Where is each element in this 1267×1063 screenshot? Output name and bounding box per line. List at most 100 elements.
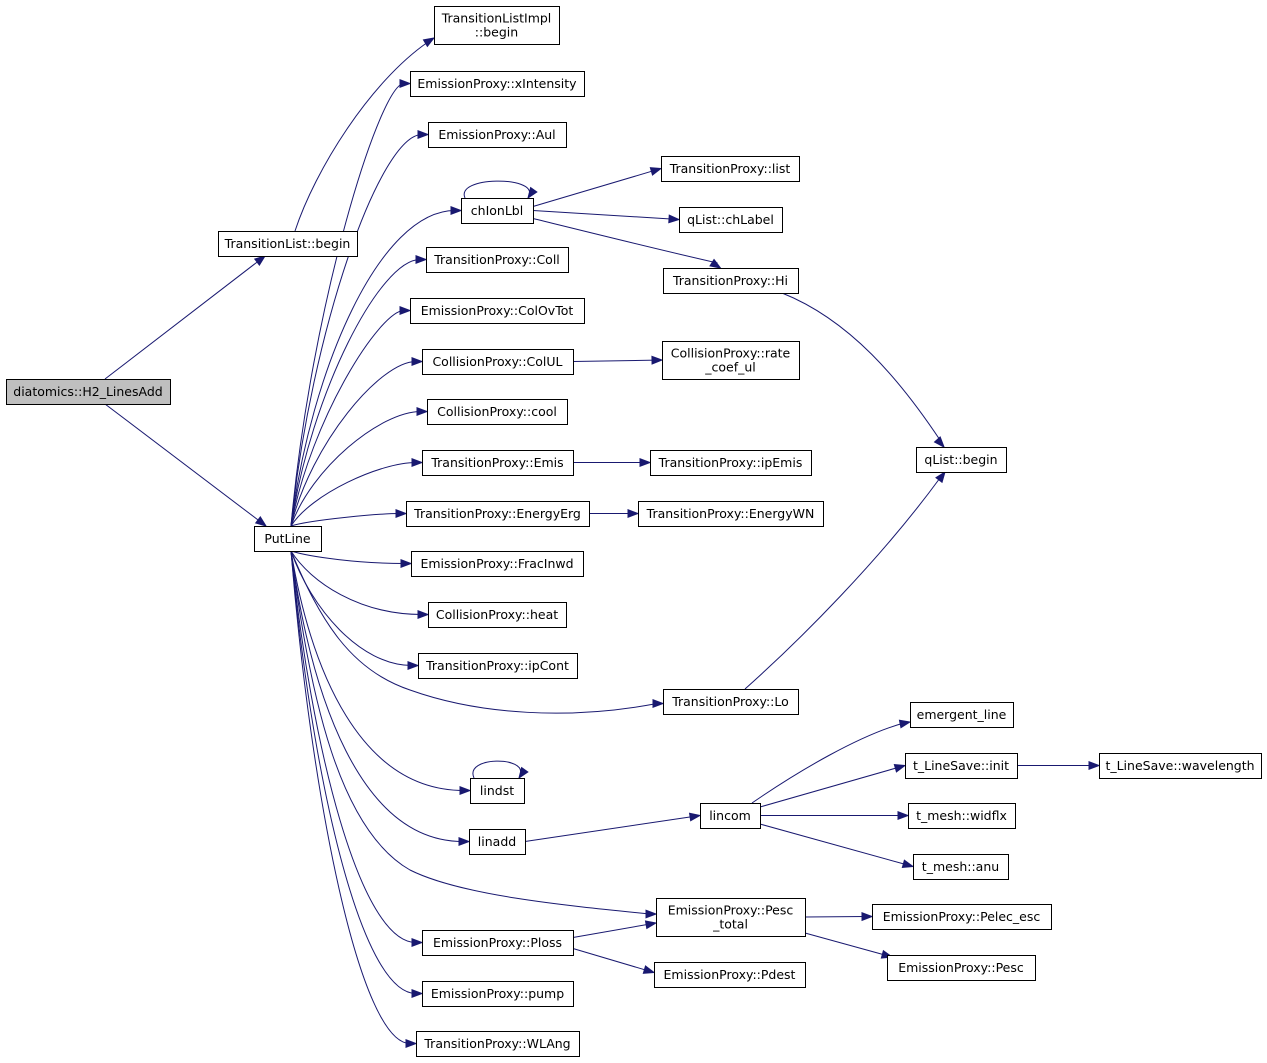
node-wavelength[interactable]: t_LineSave::wavelength (1099, 753, 1262, 779)
node-box[interactable] (428, 602, 567, 628)
arrow-head-icon (893, 764, 907, 773)
node-box[interactable] (411, 551, 584, 577)
node-tl_begin[interactable]: TransitionList::begin (218, 231, 358, 257)
node-box[interactable] (406, 501, 590, 527)
node-pump[interactable]: EmissionProxy::pump (422, 981, 574, 1007)
node-energywn[interactable]: TransitionProxy::EnergyWN (638, 501, 824, 527)
node-pesc[interactable]: EmissionProxy::Pesc (887, 955, 1036, 981)
node-box[interactable] (661, 156, 800, 182)
node-box[interactable] (418, 653, 578, 679)
node-box[interactable] (905, 753, 1018, 779)
node-label: TransitionProxy::ipEmis (658, 455, 803, 470)
node-label: t_LineSave::wavelength (1105, 758, 1254, 773)
node-box[interactable] (422, 930, 574, 956)
node-box[interactable] (461, 198, 534, 224)
node-ls_init[interactable]: t_LineSave::init (905, 753, 1018, 779)
node-box[interactable] (908, 803, 1016, 829)
node-box[interactable] (654, 962, 806, 988)
node-linadd[interactable]: linadd (469, 829, 526, 855)
node-box[interactable] (416, 1031, 580, 1057)
node-root[interactable]: diatomics::H2_LinesAdd (6, 379, 171, 405)
edge-chionlbl-to-tp_hi (532, 218, 722, 269)
node-lindst[interactable]: lindst (470, 778, 525, 804)
node-xintensity[interactable]: EmissionProxy::xIntensity (410, 71, 585, 97)
node-tp_lo[interactable]: TransitionProxy::Lo (663, 689, 799, 715)
node-tp_list[interactable]: TransitionProxy::list (661, 156, 800, 182)
node-label: TransitionProxy::WLAng (423, 1036, 570, 1051)
node-box[interactable] (422, 349, 574, 375)
edge-putline-to-colul (290, 356, 424, 527)
node-box[interactable] (700, 803, 761, 829)
edge-line (751, 722, 905, 804)
node-label: chIonLbl (471, 203, 523, 218)
node-box[interactable] (913, 854, 1009, 880)
node-box[interactable] (638, 501, 824, 527)
node-chionlbl[interactable]: chIonLbl (461, 198, 534, 224)
node-tp_hi[interactable]: TransitionProxy::Hi (663, 268, 799, 294)
node-box[interactable] (218, 231, 358, 257)
node-wlang[interactable]: TransitionProxy::WLAng (416, 1031, 580, 1057)
node-colovtot[interactable]: EmissionProxy::ColOvTot (410, 298, 585, 324)
edge-putline-to-cool (290, 406, 429, 527)
node-box[interactable] (6, 379, 171, 405)
node-heat[interactable]: CollisionProxy::heat (428, 602, 567, 628)
node-chlabel[interactable]: qList::chLabel (679, 207, 783, 233)
node-widflx[interactable]: t_mesh::widflx (908, 803, 1016, 829)
node-emis[interactable]: TransitionProxy::Emis (422, 450, 574, 476)
node-ql_begin[interactable]: qList::begin (916, 447, 1007, 473)
node-box[interactable] (426, 247, 569, 273)
node-coll[interactable]: TransitionProxy::Coll (426, 247, 569, 273)
edge-tl_begin-to-tli_begin (294, 37, 436, 232)
node-box[interactable] (872, 904, 1052, 930)
node-box[interactable] (656, 898, 806, 937)
node-box[interactable] (663, 689, 799, 715)
node-lincom[interactable]: lincom (700, 803, 761, 829)
node-box[interactable] (410, 71, 585, 97)
node-box[interactable] (469, 829, 526, 855)
node-box[interactable] (422, 981, 574, 1007)
node-box[interactable] (410, 298, 585, 324)
node-box[interactable] (887, 955, 1036, 981)
edge-line (532, 210, 674, 220)
edge-ploss-to-pesc_total (572, 920, 658, 938)
node-box[interactable] (663, 268, 799, 294)
node-pdest[interactable]: EmissionProxy::Pdest (654, 962, 806, 988)
node-pesc_total[interactable]: EmissionProxy::Pesc_total (656, 898, 806, 937)
arrow-head-icon (254, 516, 268, 527)
node-energyerg[interactable]: TransitionProxy::EnergyErg (406, 501, 590, 527)
node-box[interactable] (470, 778, 525, 804)
node-box[interactable] (910, 702, 1014, 728)
node-label: EmissionProxy::xIntensity (417, 76, 577, 91)
node-aul[interactable]: EmissionProxy::Aul (428, 122, 567, 148)
edge-energyerg-to-energywn (589, 508, 640, 519)
node-box[interactable] (679, 207, 783, 233)
node-box[interactable] (427, 399, 568, 425)
node-rate_coef[interactable]: CollisionProxy::rate_coef_ul (662, 341, 800, 380)
node-box[interactable] (1099, 753, 1262, 779)
node-box[interactable] (422, 450, 574, 476)
node-label: EmissionProxy::Pelec_esc (883, 909, 1041, 924)
node-putline[interactable]: PutLine (254, 526, 322, 552)
node-ipemis[interactable]: TransitionProxy::ipEmis (650, 450, 812, 476)
node-pelec_esc[interactable]: EmissionProxy::Pelec_esc (872, 904, 1052, 930)
node-fracinwd[interactable]: EmissionProxy::FracInwd (411, 551, 584, 577)
edge-line (290, 550, 465, 791)
node-label: linadd (478, 834, 516, 849)
node-box[interactable] (254, 526, 322, 552)
node-anu[interactable]: t_mesh::anu (913, 854, 1009, 880)
node-cool[interactable]: CollisionProxy::cool (427, 399, 568, 425)
node-box[interactable] (650, 450, 812, 476)
edge-line (532, 218, 718, 264)
node-tli_begin[interactable]: TransitionListImpl::begin (434, 6, 560, 45)
node-emergent[interactable]: emergent_line (910, 702, 1014, 728)
arrow-head-icon (459, 785, 472, 796)
node-box[interactable] (916, 447, 1007, 473)
node-box[interactable] (428, 122, 567, 148)
node-box[interactable] (434, 6, 560, 45)
node-label: lincom (709, 808, 751, 823)
node-ipcont[interactable]: TransitionProxy::ipCont (418, 653, 578, 679)
node-box[interactable] (662, 341, 800, 380)
edge-tp_lo-to-ql_begin (744, 470, 946, 690)
node-colul[interactable]: CollisionProxy::ColUL (422, 349, 574, 375)
node-ploss[interactable]: EmissionProxy::Ploss (422, 930, 574, 956)
